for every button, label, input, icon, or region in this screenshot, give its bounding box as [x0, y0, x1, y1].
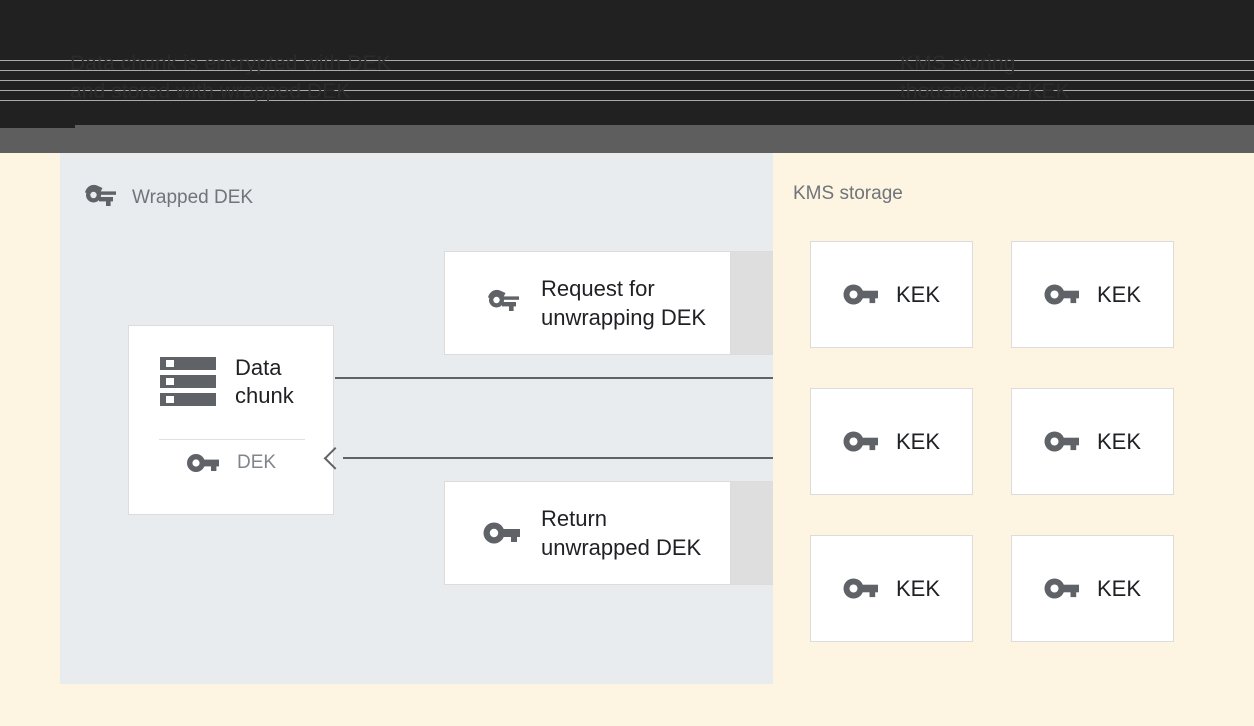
caption-rule-2 [0, 70, 1254, 71]
server-storage-icon [159, 356, 217, 408]
caption-rule-3 [0, 80, 1254, 81]
kek-card[interactable]: KEK [810, 535, 973, 642]
return-message-text: Return unwrapped DEK [541, 506, 702, 560]
kms-storage-panel: KMS storage KEK [773, 153, 1254, 684]
caption-rule-1 [0, 60, 1254, 61]
data-chunk-key-label: DEK [237, 452, 277, 473]
caption-right: KMS storing thousands of KEK [900, 52, 1070, 103]
wrapped-key-icon [80, 183, 118, 213]
data-chunk-header: Data chunk [129, 326, 333, 410]
request-message-tail [731, 251, 773, 355]
kek-card[interactable]: KEK [1011, 241, 1174, 348]
data-chunk-key-row: DEK [129, 410, 333, 474]
key-icon [843, 282, 879, 307]
request-message-body: Request for unwrapping DEK [444, 251, 731, 355]
key-icon [483, 520, 521, 546]
top-dark-band: Data chunk is encrypted with DEK and sto… [0, 0, 1254, 125]
key-icon [843, 429, 879, 454]
kek-label: KEK [1096, 575, 1142, 601]
kek-label: KEK [1096, 428, 1142, 454]
caption-left: Data chunk is encrypted with DEK and sto… [70, 52, 391, 103]
return-message-card[interactable]: Return unwrapped DEK [444, 481, 773, 585]
return-message-tail [731, 481, 773, 585]
key-icon [843, 576, 879, 601]
kek-card[interactable]: KEK [810, 388, 973, 495]
wrapped-dek-panel: Wrapped DEK Data chunk [60, 153, 773, 684]
wrapped-dek-panel-header: Wrapped DEK [80, 183, 253, 213]
wrapped-key-icon [483, 288, 521, 318]
top-band-notch [0, 125, 75, 128]
caption-rule-4 [0, 90, 1254, 91]
key-icon [1044, 429, 1080, 454]
response-arrow-line [343, 457, 773, 459]
kek-card[interactable]: KEK [810, 241, 973, 348]
kek-card[interactable]: KEK [1011, 388, 1174, 495]
kek-label: KEK [895, 281, 941, 307]
data-chunk-card[interactable]: Data chunk DEK [128, 325, 334, 515]
return-message-body: Return unwrapped DEK [444, 481, 731, 585]
kek-label: KEK [895, 428, 941, 454]
kek-label: KEK [895, 575, 941, 601]
data-chunk-title: Data chunk [235, 355, 294, 408]
request-message-text: Request for unwrapping DEK [541, 276, 707, 330]
key-icon [187, 452, 219, 474]
kms-storage-panel-header: KMS storage [793, 183, 903, 205]
key-icon [1044, 576, 1080, 601]
kek-card[interactable]: KEK [1011, 535, 1174, 642]
kek-grid: KEK KEK [810, 241, 1174, 642]
wrapped-dek-panel-title: Wrapped DEK [132, 187, 254, 208]
caption-rule-5 [0, 100, 1254, 101]
data-chunk-divider [159, 439, 305, 440]
request-message-card[interactable]: Request for unwrapping DEK [444, 251, 773, 355]
request-arrow-line [335, 377, 773, 379]
kek-label: KEK [1096, 281, 1142, 307]
kms-storage-panel-title: KMS storage [793, 183, 903, 204]
top-mid-band [0, 125, 1254, 153]
key-icon [1044, 282, 1080, 307]
